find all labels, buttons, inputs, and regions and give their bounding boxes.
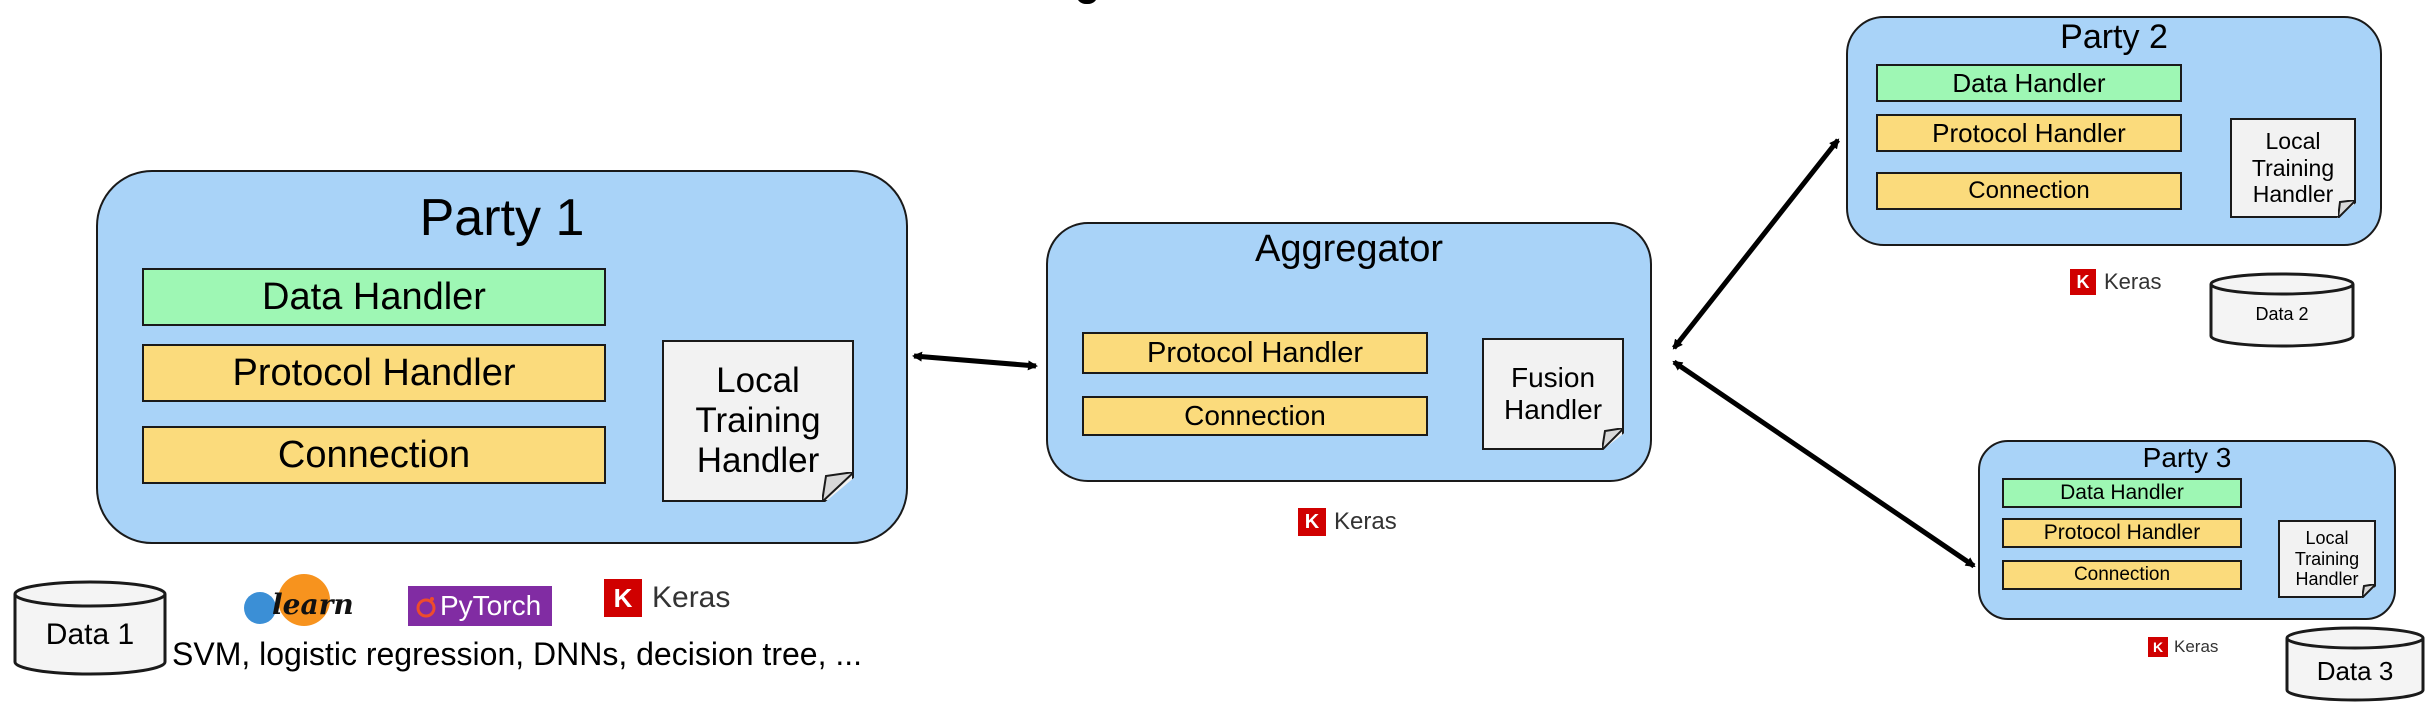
party2-keras-text: Keras bbox=[2104, 269, 2162, 294]
party3-data-handler: Data Handler bbox=[2002, 478, 2242, 508]
sklearn-logo-text: learn bbox=[272, 588, 354, 621]
party1-data-label: Data 1 bbox=[45, 618, 135, 651]
party3-connection: Connection bbox=[2002, 560, 2242, 590]
party1-local-training-handler: Local Training Handler bbox=[662, 340, 854, 502]
sklearn-logo-icon bbox=[244, 574, 330, 626]
party3-data-store: Data 3 bbox=[2284, 626, 2426, 702]
party2-protocol-handler: Protocol Handler bbox=[1876, 114, 2182, 152]
party2-title: Party 2 bbox=[2060, 18, 2168, 56]
party1-keras-text: Keras bbox=[652, 581, 731, 614]
aggregator-title: Aggregator bbox=[1254, 228, 1443, 270]
party2-data-store: Data 2 bbox=[2208, 272, 2356, 348]
arrow-aggregator-party3 bbox=[1672, 359, 1976, 569]
party3-data-label: Data 3 bbox=[2316, 656, 2394, 686]
party3-protocol-handler: Protocol Handler bbox=[2002, 518, 2242, 548]
arrow-aggregator-party2 bbox=[1672, 138, 1840, 350]
arrow-party1-aggregator bbox=[912, 351, 1038, 371]
pytorch-logo-text: PyTorch bbox=[440, 590, 542, 621]
party2-data-label: Data 2 bbox=[2255, 304, 2309, 324]
keras-k-icon: K bbox=[1298, 508, 1326, 536]
keras-k-icon: K bbox=[604, 579, 642, 617]
aggregator-keras-logo: K Keras bbox=[1298, 506, 1397, 538]
party2-data-handler: Data Handler bbox=[1876, 64, 2182, 102]
party1-data-handler: Data Handler bbox=[142, 268, 606, 326]
party3-keras-text: Keras bbox=[2174, 637, 2219, 656]
party1-handler-fold-icon bbox=[822, 472, 854, 502]
aggregator-connection: Connection bbox=[1082, 396, 1428, 436]
party2-local-training-handler: Local Training Handler bbox=[2230, 118, 2356, 218]
party3-box: Party 3 Data Handler Protocol Handler Co… bbox=[1978, 440, 2396, 620]
aggregator-protocol-handler: Protocol Handler bbox=[1082, 332, 1428, 374]
party3-local-training-handler: Local Training Handler bbox=[2278, 520, 2376, 598]
keras-k-icon: K bbox=[2070, 269, 2096, 295]
party2-box: Party 2 Data Handler Protocol Handler Co… bbox=[1846, 16, 2382, 246]
party2-handler-fold-icon bbox=[2338, 200, 2356, 218]
party1-protocol-handler: Protocol Handler bbox=[142, 344, 606, 402]
party2-keras-logo: K Keras bbox=[2070, 268, 2161, 296]
party1-connection: Connection bbox=[142, 426, 606, 484]
party1-title: Party 1 bbox=[419, 189, 585, 247]
aggregator-box: Aggregator Protocol Handler Connection F… bbox=[1046, 222, 1652, 482]
party1-data-store: Data 1 bbox=[12, 580, 168, 676]
party3-title: Party 3 bbox=[2142, 442, 2232, 473]
cropped-top-text-fragment bbox=[1076, 0, 1098, 4]
models-caption: SVM, logistic regression, DNNs, decision… bbox=[172, 636, 863, 672]
party1-box: Party 1 Data Handler Protocol Handler Co… bbox=[96, 170, 908, 544]
party1-keras-logo: K Keras bbox=[604, 578, 730, 618]
pytorch-logo: PyTorch bbox=[408, 586, 552, 626]
aggregator-handler-fold-icon bbox=[1602, 428, 1624, 450]
keras-k-icon: K bbox=[2148, 637, 2168, 657]
aggregator-fusion-handler: Fusion Handler bbox=[1482, 338, 1624, 450]
party3-handler-fold-icon bbox=[2362, 584, 2376, 598]
sklearn-logo: learn bbox=[238, 572, 354, 628]
party3-keras-logo: K Keras bbox=[2148, 636, 2218, 658]
pytorch-flame-icon bbox=[416, 597, 436, 618]
party2-connection: Connection bbox=[1876, 172, 2182, 210]
aggregator-keras-text: Keras bbox=[1334, 508, 1397, 535]
